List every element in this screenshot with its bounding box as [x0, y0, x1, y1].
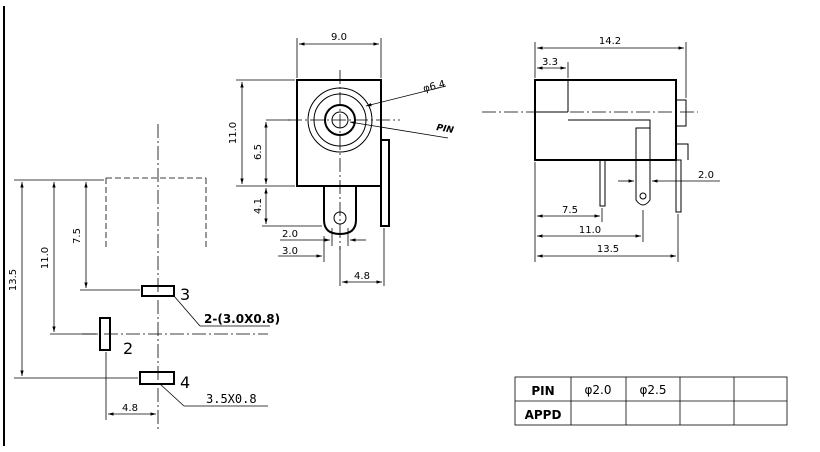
side-pin-1: [599, 159, 606, 207]
pad-4-label: 4: [180, 373, 190, 392]
front-body: [296, 79, 382, 187]
slot-note-top: 2-(3.0X0.8): [204, 312, 280, 326]
lower-tab: [323, 186, 357, 236]
rear-bump: [676, 99, 687, 127]
tab-hole: [333, 211, 347, 225]
footprint-view: 3 2 4 2-(3.0X0.8) 3.5X0.8 13.5 11.0 7.5 …: [8, 124, 280, 432]
pad-2-label: 2: [123, 339, 133, 358]
dim-2-0: 2.0: [282, 229, 298, 240]
pin-dim: 2.0: [698, 170, 714, 181]
height-dim: 11.0: [228, 122, 239, 144]
side-pin-2: [635, 127, 651, 206]
pad-2: [99, 317, 111, 351]
dia-leader: [365, 85, 447, 107]
length-dim: 14.2: [599, 36, 621, 47]
front-dim: 3.3: [542, 57, 558, 68]
table-header-pin: PIN: [531, 384, 554, 398]
front-view: 9.0 11.0 6.5 4.1 φ6.4 PIN 2.0 3.0 4: [228, 32, 455, 286]
dim-11-0-side: 11.0: [579, 225, 601, 236]
width-dim: 9.0: [331, 32, 347, 43]
fp-dim-13-5: 13.5: [8, 269, 19, 291]
fp-dim-4-8: 4.8: [122, 403, 138, 414]
pad-3-label: 3: [180, 285, 190, 304]
slot-note-bottom: 3.5X0.8: [206, 392, 257, 406]
side-view: 14.2 3.3 2.0 7.5 11.0 13.5: [482, 36, 720, 262]
fp-dim-7-5: 7.5: [72, 228, 83, 244]
pin-label: PIN: [435, 123, 454, 136]
right-pin: [380, 139, 390, 227]
lower-height-dim: 4.1: [253, 198, 264, 214]
fp-dim-11-0: 11.0: [40, 247, 51, 269]
dim-7-5-side: 7.5: [562, 205, 578, 216]
pad-4: [139, 371, 175, 385]
pin-leader: [349, 121, 449, 139]
dim-4-8-front: 4.8: [354, 271, 370, 282]
center-height-dim: 6.5: [253, 144, 264, 160]
pad-3: [141, 285, 175, 297]
hole-dia-dim: φ6.4: [422, 79, 446, 95]
dim-13-5-side: 13.5: [597, 244, 619, 255]
dim-3-0: 3.0: [282, 246, 298, 257]
table-header-appd: APPD: [525, 408, 562, 422]
side-pin-3: [675, 159, 682, 213]
pin-table: PIN φ2.0 φ2.5 APPD: [514, 376, 788, 426]
table-cell-pin-1: φ2.0: [585, 383, 612, 397]
table-cell-pin-2: φ2.5: [640, 383, 667, 397]
